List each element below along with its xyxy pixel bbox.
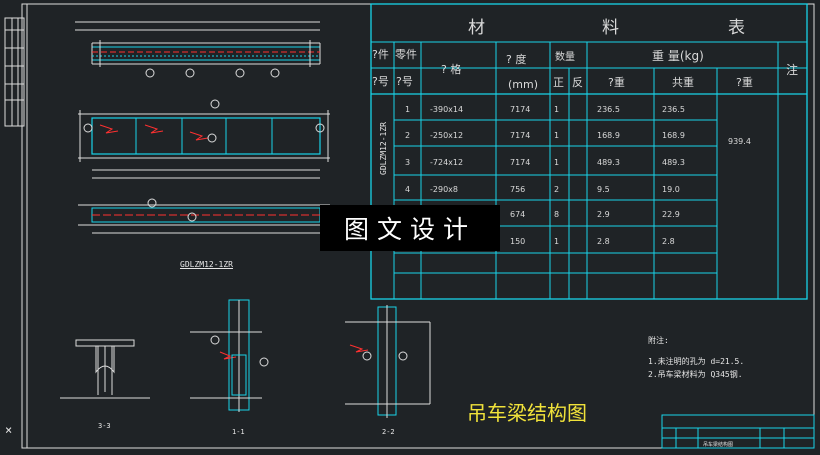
section-3-3 <box>60 339 150 399</box>
watermark-banner: 图文设计 <box>320 205 500 251</box>
row-5-qty: 8 <box>554 210 559 219</box>
section-label-2-2: 2-2 <box>382 428 395 436</box>
section-label-1-1: 1-1 <box>232 428 245 436</box>
table-title-char-2: 料 <box>602 18 619 38</box>
row-3-unit: 489.3 <box>597 158 620 167</box>
row-4-spec: -290x8 <box>430 185 458 194</box>
row-1-qty: 1 <box>554 105 559 114</box>
row-5-length: 674 <box>510 210 525 219</box>
left-title-strip <box>4 17 25 127</box>
header-qty-pos: 正 <box>553 76 564 89</box>
table-row: 3 -724x12 7174 1 489.3 489.3 <box>405 158 685 167</box>
row-3-qty: 1 <box>554 158 559 167</box>
table-row: 2 -250x12 7174 1 168.9 168.9 <box>405 131 685 140</box>
header-qty-neg: 反 <box>572 76 583 89</box>
row-5-total: 22.9 <box>662 210 680 219</box>
row-2-length: 7174 <box>510 131 530 140</box>
table-title-char-1: 材 <box>468 18 485 38</box>
table-row: 4 -290x8 756 2 9.5 19.0 <box>405 185 680 194</box>
header-note: 注 <box>786 62 798 77</box>
table-row: 674 8 2.9 22.9 <box>510 210 680 219</box>
row-4-no: 4 <box>405 185 410 194</box>
watermark-text: 图文设计 <box>343 215 476 244</box>
row-6-length: 150 <box>510 237 525 246</box>
row-5-unit: 2.9 <box>597 210 610 219</box>
row-3-no: 3 <box>405 158 410 167</box>
section-2-2 <box>345 305 431 418</box>
table-row: 150 1 2.8 2.8 <box>510 237 675 246</box>
beam-plan-view <box>78 99 330 179</box>
row-1-spec: -390x14 <box>430 105 463 114</box>
row-1-no: 1 <box>405 105 410 114</box>
row-6-total: 2.8 <box>662 237 675 246</box>
row-3-length: 7174 <box>510 158 530 167</box>
row-2-spec: -250x12 <box>430 131 463 140</box>
row-3-spec: -724x12 <box>430 158 463 167</box>
member-label: GDLZM12-1ZR <box>379 122 388 175</box>
header-weight: 重 量(kg) <box>652 49 704 63</box>
table-title-char-3: 表 <box>728 18 745 38</box>
row-6-qty: 1 <box>554 237 559 246</box>
notes-block: 附注: 1.未注明的孔为 d=21.5. 2.吊车梁材料为 Q345钢. <box>648 334 744 381</box>
header-part-no-2: ?号 <box>372 75 389 88</box>
corner-mark: × <box>5 423 12 437</box>
row-2-unit: 168.9 <box>597 131 620 140</box>
row-6-unit: 2.8 <box>597 237 610 246</box>
beam-elevation-top <box>75 21 321 78</box>
header-length-1: ? 度 <box>506 52 526 66</box>
header-piece-no-2: ?号 <box>396 75 413 88</box>
row-1-total: 236.5 <box>662 105 685 114</box>
notes-heading: 附注: <box>648 336 669 345</box>
row-1-length: 7174 <box>510 105 530 114</box>
title-block <box>661 414 815 449</box>
row-2-qty: 1 <box>554 131 559 140</box>
row-3-total: 489.3 <box>662 158 685 167</box>
row-4-qty: 2 <box>554 185 559 194</box>
row-1-unit: 236.5 <box>597 105 620 114</box>
total-weight-value: 939.4 <box>728 137 751 146</box>
row-4-unit: 9.5 <box>597 185 610 194</box>
row-2-total: 168.9 <box>662 131 685 140</box>
header-sum-weight: ?重 <box>736 75 753 89</box>
header-length-2: (mm) <box>508 78 538 91</box>
title-block-text: 吊车梁结构图 <box>703 441 733 448</box>
header-qty: 数量 <box>555 50 575 63</box>
table-row: 1 -390x14 7174 1 236.5 236.5 <box>405 105 685 114</box>
plan-label: GDLZM12-1ZR <box>180 260 233 269</box>
row-4-length: 756 <box>510 185 525 194</box>
material-table-frame <box>370 3 808 300</box>
notes-line-2: 2.吊车梁材料为 Q345钢. <box>648 370 743 379</box>
header-spec: ? 格 <box>441 62 461 76</box>
notes-line-1: 1.未注明的孔为 d=21.5. <box>648 357 745 366</box>
row-4-total: 19.0 <box>662 185 680 194</box>
drawing-title: 吊车梁结构图 <box>467 401 587 425</box>
section-label-3-3: 3-3 <box>98 422 111 430</box>
beam-side-view <box>78 198 330 234</box>
header-piece-no-1: 零件 <box>395 48 417 61</box>
header-unit-weight: ?重 <box>608 75 625 89</box>
row-2-no: 2 <box>405 131 410 140</box>
header-part-no-1: ?件 <box>372 48 389 61</box>
section-1-1 <box>190 299 269 412</box>
header-total-weight: 共重 <box>672 75 694 89</box>
